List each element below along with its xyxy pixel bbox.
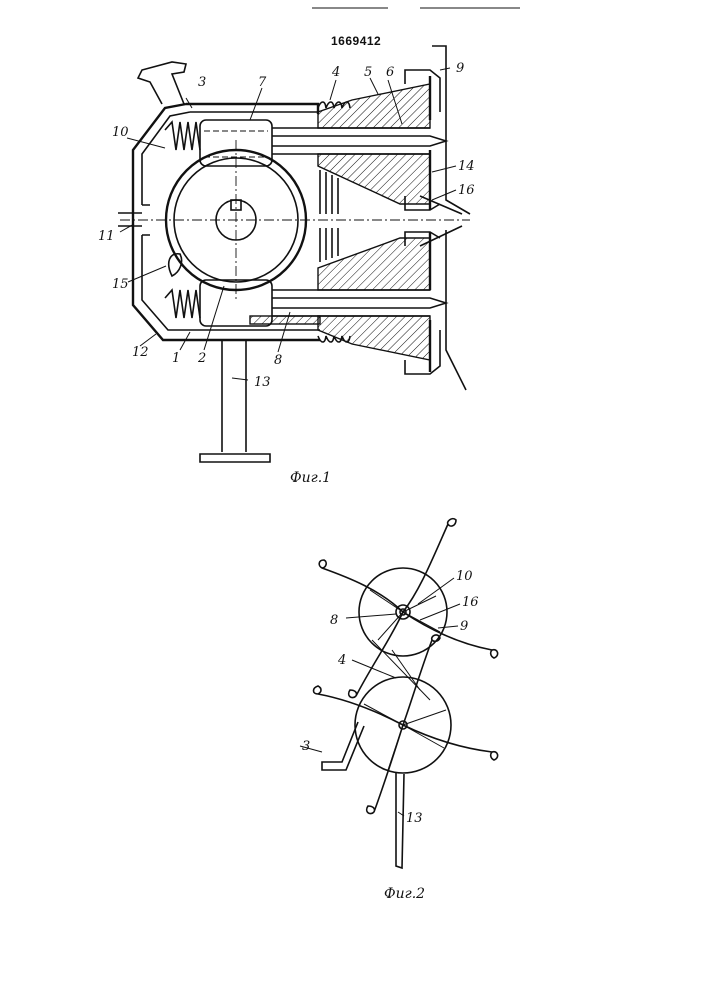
fig1-label-3: 3 xyxy=(198,75,206,90)
spring-top xyxy=(165,122,200,150)
shaft-bottom-8 xyxy=(272,298,446,308)
blade-bottom xyxy=(446,230,466,390)
fig2-lever-3 xyxy=(322,722,364,770)
fig2-label-9: 9 xyxy=(460,619,468,634)
figure-2: 10 16 8 9 4 3 13 Фиг.2 xyxy=(300,519,498,902)
inner-ribs xyxy=(320,170,338,262)
shaft-bottom-tube xyxy=(272,290,430,316)
fig1-label-8: 8 xyxy=(274,353,282,368)
fig2-post-13 xyxy=(396,772,404,868)
fig2-label-8: 8 xyxy=(330,613,338,628)
support-post-13 xyxy=(200,340,270,462)
fig1-label-15: 15 xyxy=(112,277,129,292)
fig2-label-13: 13 xyxy=(406,811,423,826)
cone-5-top xyxy=(318,84,430,128)
figure-1: 3 7 4 5 6 9 10 14 16 11 15 12 1 2 8 13 Ф… xyxy=(98,46,475,486)
spring-bottom xyxy=(165,290,200,318)
handle-3 xyxy=(138,62,186,104)
fig1-label-12: 12 xyxy=(132,345,149,360)
fig1-label-9: 9 xyxy=(456,61,464,76)
fig2-label-4: 4 xyxy=(337,653,346,668)
fig1-label-4: 4 xyxy=(331,65,340,80)
fig2-caption: Фиг.2 xyxy=(384,886,425,902)
fig2-label-3: 3 xyxy=(302,739,310,754)
fig2-label-10: 10 xyxy=(456,569,473,584)
shaft-top-tube xyxy=(272,128,430,154)
fig1-label-2: 2 xyxy=(197,351,206,366)
fig2-leader-lines xyxy=(300,578,460,816)
housing-outer-wall xyxy=(133,104,320,340)
fig1-label-5: 5 xyxy=(364,65,372,80)
fig1-label-14: 14 xyxy=(458,159,475,174)
fig1-caption: Фиг.1 xyxy=(290,470,331,486)
fig1-label-6: 6 xyxy=(386,65,394,80)
cone-top-body xyxy=(318,154,430,204)
fig1-label-7: 7 xyxy=(258,75,267,90)
shaft-bottom-hatch xyxy=(250,316,320,324)
fig1-label-1: 1 xyxy=(172,351,180,366)
shaft-top xyxy=(272,136,446,146)
cone-bottom-hatch xyxy=(318,238,430,290)
fig1-label-16: 16 xyxy=(458,183,475,198)
fig1-label-13: 13 xyxy=(254,375,271,390)
fig1-label-10: 10 xyxy=(112,125,129,140)
blade-cross-b xyxy=(420,226,462,246)
fig2-label-16: 16 xyxy=(462,595,479,610)
cam-pin-15 xyxy=(169,254,182,276)
fig1-label-11: 11 xyxy=(98,229,115,244)
fig2-spokes xyxy=(364,590,446,770)
